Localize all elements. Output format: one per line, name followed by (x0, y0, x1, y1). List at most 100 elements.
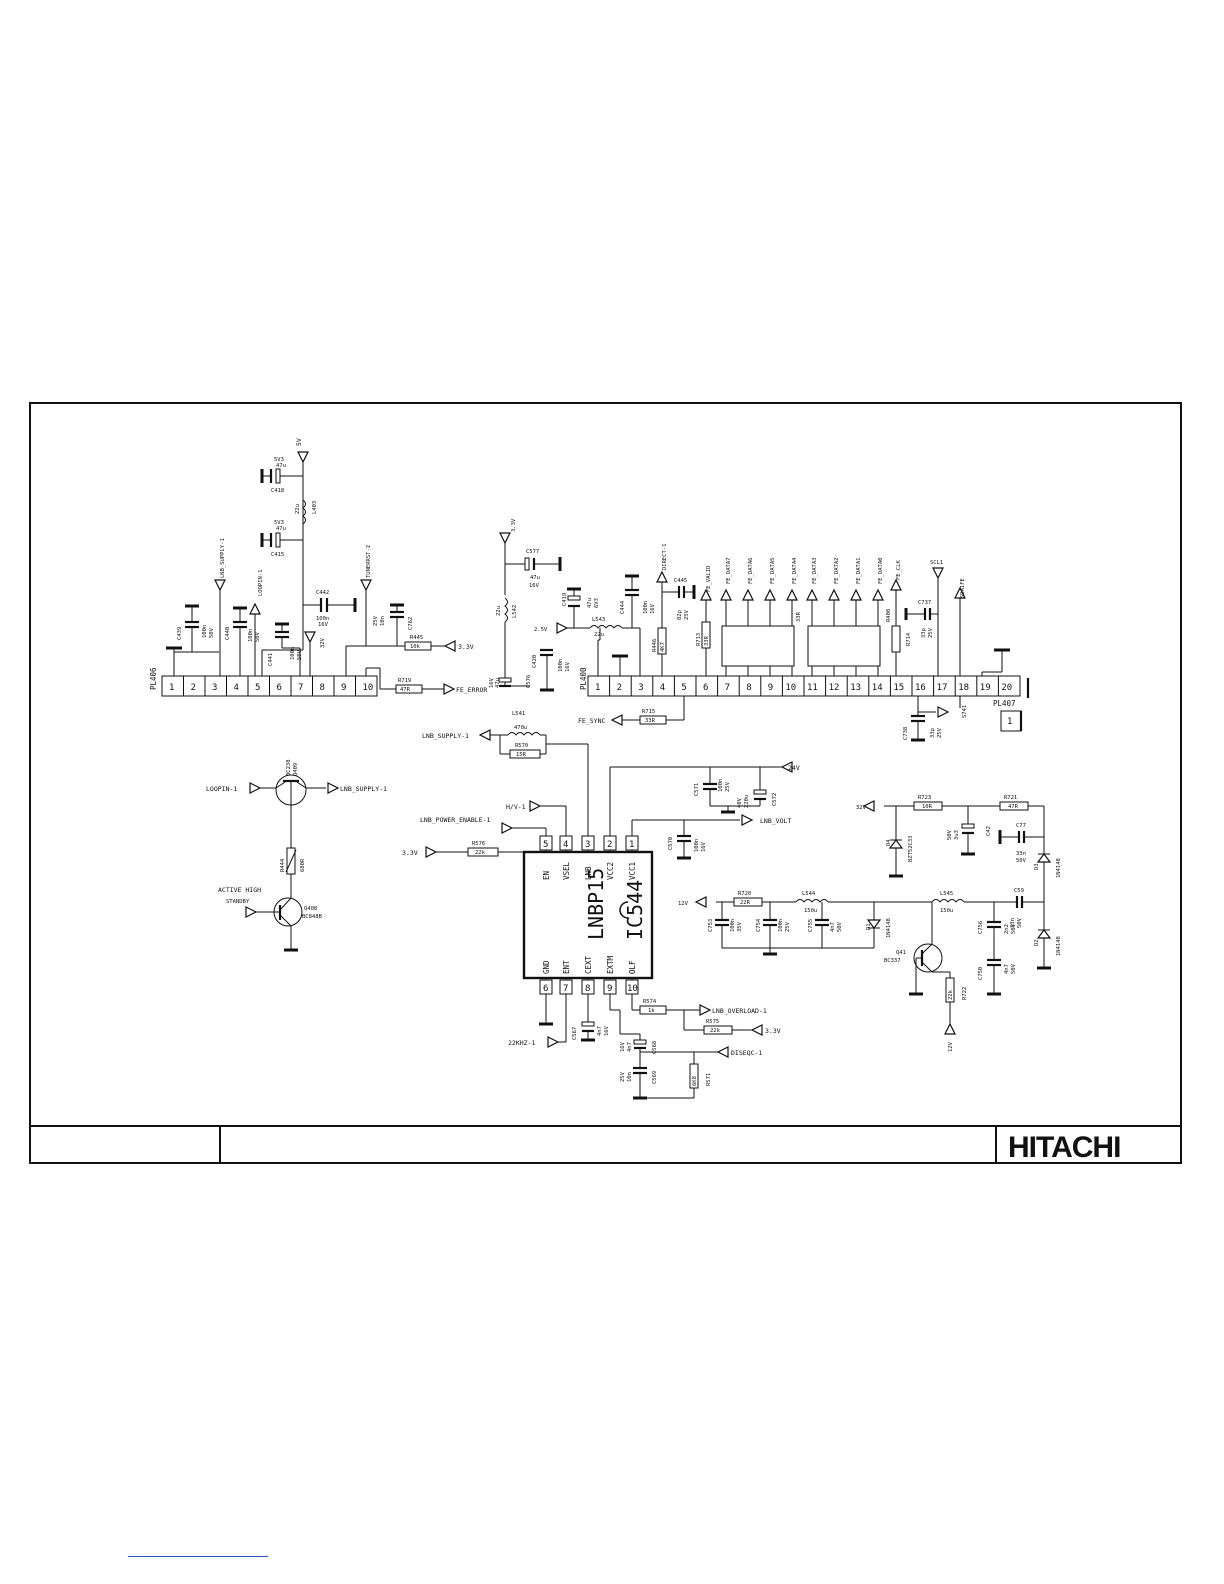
net-fe-data-2: FE_DATA5 (770, 558, 776, 585)
r575-ref: R575 (706, 1019, 719, 1025)
l403-ref: L403 (312, 501, 318, 514)
c42-v2: 3u3 (954, 830, 960, 840)
ic-pin-name: VCC1 (628, 862, 637, 880)
ic-pin-name: EN (542, 871, 551, 880)
net-fe-data-4: FE_DATA3 (812, 558, 818, 585)
r444-val: 680R (300, 858, 306, 872)
c570-v1: 100n (694, 839, 700, 852)
net-5v: 5V (295, 438, 303, 446)
pl400-pin-20: 20 (1001, 683, 1012, 693)
c571-ref: C571 (694, 783, 700, 796)
r574-ref: R574 (643, 999, 657, 1005)
pl406-pin-6: 6 (277, 683, 282, 693)
net-standby: STANDBY (226, 899, 250, 905)
r720-ref: R720 (738, 891, 751, 897)
net-fe-data-5: FE_DATA2 (834, 558, 840, 585)
c755-v2: 50V (837, 921, 843, 932)
c750-v1: 4n7 (1004, 964, 1010, 974)
footer-link-underline[interactable] (128, 1556, 268, 1557)
pl400-pin-2: 2 (617, 683, 622, 693)
r574-val: 1k (648, 1008, 655, 1014)
c568-ref: C568 (652, 1041, 658, 1054)
pl400-pin-14: 14 (872, 683, 883, 693)
c440-ref: C440 (225, 627, 231, 640)
l541-ref: L541 (512, 711, 525, 717)
c77-v2: 50V (1016, 858, 1027, 864)
net-fe-data-1: FE_DATA6 (748, 558, 754, 585)
ic-pin-name: ENT (562, 960, 571, 974)
c577-v2: 16V (529, 583, 540, 589)
c567-v2: 16V (604, 1025, 610, 1036)
r446-val: 4K7 (660, 642, 666, 652)
net-lnb-overload: LNB_OVERLOAD-1 (712, 1007, 767, 1015)
pl406-pin-3: 3 (212, 683, 217, 693)
q409-ref: Q409 (293, 763, 299, 776)
net-fe-sync: FE_SYNC (578, 717, 605, 725)
d1-val: 1N4148 (886, 918, 892, 938)
net-loopin-top: LOOPIN-1 (258, 570, 264, 597)
net-fe-data-6: FE_DATA1 (856, 558, 862, 585)
c572-v2: 220u (744, 795, 750, 808)
pl400-pin-11: 11 (807, 683, 818, 693)
c59-ref: C59 (1014, 888, 1024, 894)
net-direct: DIRECT-1 (662, 544, 668, 571)
c738-ref: C738 (903, 727, 909, 740)
r719-ref: R719 (398, 678, 411, 684)
c737-ref: C737 (918, 600, 931, 606)
d3-ref: D3 (1034, 863, 1040, 870)
r575-val: 22k (710, 1028, 721, 1034)
net-hv: H/V-1 (506, 803, 526, 811)
c418-v1: 5V3 (274, 457, 284, 463)
pl400-pin-18: 18 (958, 683, 969, 693)
net-fe-data-0: FE_DATA7 (726, 558, 732, 585)
net-33v-a: 3.3V (458, 643, 474, 651)
pl406-pin-1: 1 (169, 683, 174, 693)
pl407-pin: 1 (1007, 717, 1012, 727)
net-active-high: ACTIVE HIGH (218, 886, 261, 894)
l541-val: 470u (514, 725, 527, 731)
c750-ref: C750 (978, 967, 984, 980)
lnb-supply-filter: LNB_SUPPLY-1 L541 470u 15R R570 24V C571… (402, 711, 800, 860)
sw-ref: S741 (962, 705, 968, 718)
l542-val: 22u (496, 606, 502, 616)
resistor-network-1 (721, 625, 795, 667)
net-fe-valid: FE_VALID (706, 566, 712, 593)
c570-ref: C570 (668, 837, 674, 850)
pl400-pin-12: 12 (829, 683, 840, 693)
pl406-pin-4: 4 (234, 683, 239, 693)
ic-pin-num: 8 (585, 984, 590, 994)
q408-ref: Q408 (304, 906, 317, 912)
c442-v1: 100n (316, 616, 329, 622)
c439-ref: C439 (177, 627, 183, 640)
net-lnb-supply-mid: LNB_SUPPLY-1 (422, 732, 469, 740)
c418-v2: 47u (276, 463, 286, 469)
c420-v2: 16V (565, 661, 571, 672)
c569-ref: C569 (652, 1071, 658, 1084)
c77-ref: C77 (1016, 823, 1026, 829)
c445-ref: C445 (674, 578, 687, 584)
c756-v2: 50V (1011, 923, 1017, 934)
q409-val: BC238 (286, 759, 292, 776)
c441-v2: 50V (297, 649, 303, 660)
c415-ref: C415 (271, 552, 284, 558)
pl406-pin-2: 2 (191, 683, 196, 693)
net-tuner-rst: TUNERRST-2 (366, 545, 372, 578)
pl400-ref: PL400 (579, 667, 588, 690)
r723-val: 10R (922, 804, 933, 810)
pl400-pin-9: 9 (768, 683, 773, 693)
d4-ref: D4 (886, 839, 892, 846)
c576-v2: 47u (495, 678, 501, 688)
r444-ref: R444 (280, 858, 286, 872)
pl400-pin-8: 8 (746, 683, 751, 693)
pl400-pin-6: 6 (703, 683, 708, 693)
c762-v1: 25V (373, 615, 379, 626)
l403-val: 22u (295, 504, 301, 514)
pl400-pin-15: 15 (893, 683, 904, 693)
c442-ref: C442 (316, 590, 329, 596)
ic-pin-name: VCC2 (606, 862, 615, 880)
c737-v2: 25V (928, 627, 934, 638)
pl406-pin-5: 5 (255, 683, 260, 693)
c569-v2: 10n (627, 1072, 633, 1082)
net-sda: SDA1FE (960, 578, 966, 598)
